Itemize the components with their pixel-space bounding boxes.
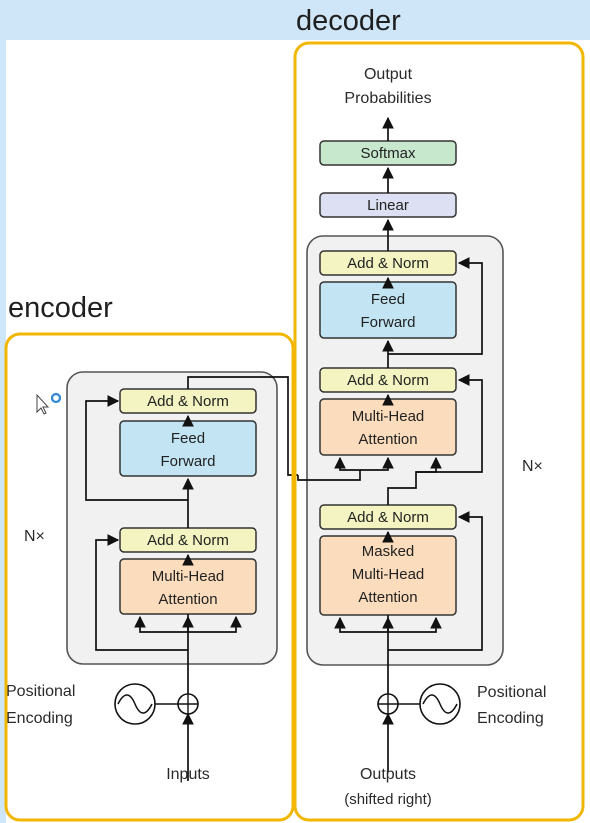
encoder-positional-line-2: Encoding — [6, 710, 73, 727]
decoder-add-norm-top: Add & Norm — [319, 250, 457, 276]
output-probabilities-line-2: Probabilities — [344, 90, 431, 107]
encoder-arrows — [85, 376, 298, 781]
decoder-add-norm-middle: Add & Norm — [319, 367, 457, 393]
encoder-add-norm-bottom: Add & Norm — [119, 527, 257, 553]
inputs-label: Inputs — [166, 766, 210, 783]
encoder-positional-encoding — [114, 683, 199, 725]
decoder-add-norm-bottom: Add & Norm — [319, 504, 457, 530]
encoder-feed-forward: Feed Forward — [119, 420, 257, 477]
encoder-add-norm-top-label: Add & Norm — [147, 393, 229, 410]
decoder-feed-forward: Feed Forward — [319, 281, 457, 339]
outputs-label-line-1: Outputs — [360, 766, 416, 783]
decoder-linear: Linear — [319, 192, 457, 218]
encoder-feed-forward-line-2: Forward — [160, 453, 215, 470]
decoder-title: decoder — [296, 5, 401, 37]
encoder-attention-line-2: Attention — [158, 591, 217, 608]
decoder-feed-forward-line-1: Feed — [371, 291, 405, 308]
encoder-positional-line-1: Positional — [6, 683, 75, 700]
encoder-layer-stack — [66, 371, 278, 665]
decoder-attention-line-2: Attention — [358, 431, 417, 448]
decoder-positional-line-1: Positional — [477, 684, 546, 701]
decoder-masked-line-2: Multi-Head — [352, 566, 425, 583]
decoder-arrows — [297, 116, 483, 772]
decoder-highlight-box — [293, 41, 585, 822]
decoder-positional-line-2: Encoding — [477, 710, 544, 727]
loading-cursor-icon — [36, 392, 62, 415]
decoder-feed-forward-line-2: Forward — [360, 314, 415, 331]
encoder-repeat-label: N× — [24, 528, 45, 545]
decoder-add-norm-middle-label: Add & Norm — [347, 372, 429, 389]
decoder-softmax: Softmax — [319, 140, 457, 166]
decoder-masked-line-1: Masked — [362, 543, 415, 560]
decoder-add-norm-top-label: Add & Norm — [347, 255, 429, 272]
encoder-add-norm-top: Add & Norm — [119, 388, 257, 414]
decoder-masked-attention: Masked Multi-Head Attention — [319, 535, 457, 616]
encoder-add-norm-bottom-label: Add & Norm — [147, 532, 229, 549]
output-probabilities-line-1: Output — [364, 66, 413, 83]
outputs-label-line-2: (shifted right) — [344, 791, 432, 808]
encoder-multi-head-attention: Multi-Head Attention — [119, 558, 257, 615]
encoder-highlight-box — [4, 332, 295, 822]
decoder-positional-encoding — [377, 683, 461, 725]
decoder-add-norm-bottom-label: Add & Norm — [347, 509, 429, 526]
decoder-attention-line-1: Multi-Head — [352, 408, 425, 425]
encoder-attention-line-1: Multi-Head — [152, 568, 225, 585]
decoder-linear-label: Linear — [367, 197, 409, 214]
decoder-masked-line-3: Attention — [358, 589, 417, 606]
encoder-title: encoder — [8, 292, 113, 324]
decoder-repeat-label: N× — [522, 458, 543, 475]
decoder-softmax-label: Softmax — [360, 145, 416, 162]
decoder-multi-head-attention: Multi-Head Attention — [319, 398, 457, 456]
encoder-feed-forward-line-1: Feed — [171, 430, 205, 447]
